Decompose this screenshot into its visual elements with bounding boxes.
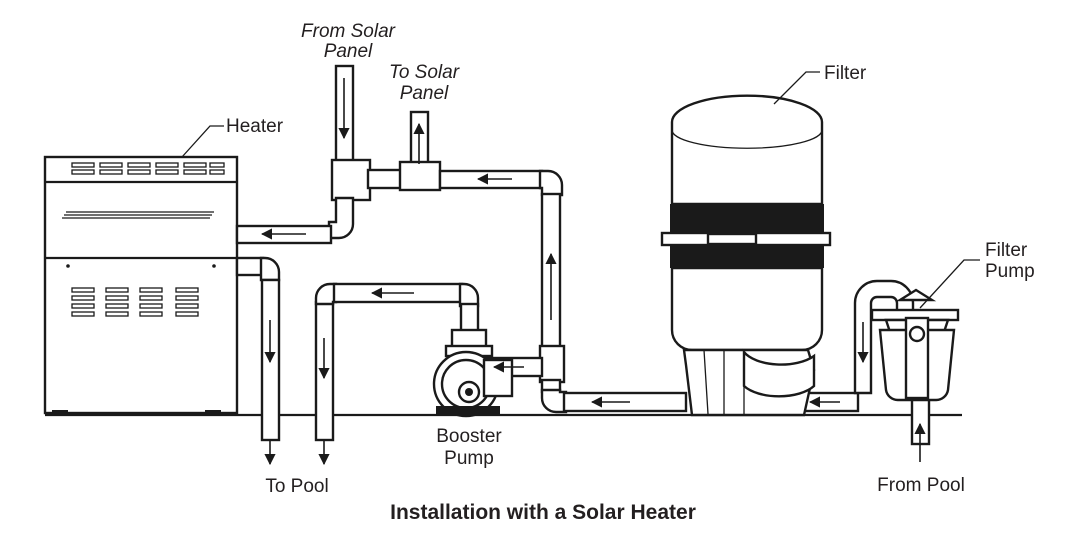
label-booster-pump-line2: Pump [444,448,494,469]
diagram-caption: Installation with a Solar Heater [390,501,696,524]
leader-lines [181,71,980,309]
pipe-network [235,64,931,446]
label-filter: Filter [824,63,867,84]
filter-pump [870,288,960,402]
label-to-solar-panel-line1: To Solar [389,62,460,83]
label-filter-pump-line2: Pump [985,261,1035,282]
booster-pump [432,328,514,418]
label-to-pool: To Pool [265,476,328,497]
label-from-pool: From Pool [877,475,965,496]
label-to-solar-panel-line2: Panel [400,83,449,104]
flow-arrows [260,78,926,466]
heater [43,155,239,415]
label-from-solar-panel-line2: Panel [324,41,373,62]
label-booster-pump-line1: Booster [436,426,502,447]
label-heater: Heater [226,116,284,137]
label-from-solar-panel-line1: From Solar [301,21,396,42]
filter-tank [660,94,832,417]
label-filter-pump-line1: Filter [985,240,1028,261]
